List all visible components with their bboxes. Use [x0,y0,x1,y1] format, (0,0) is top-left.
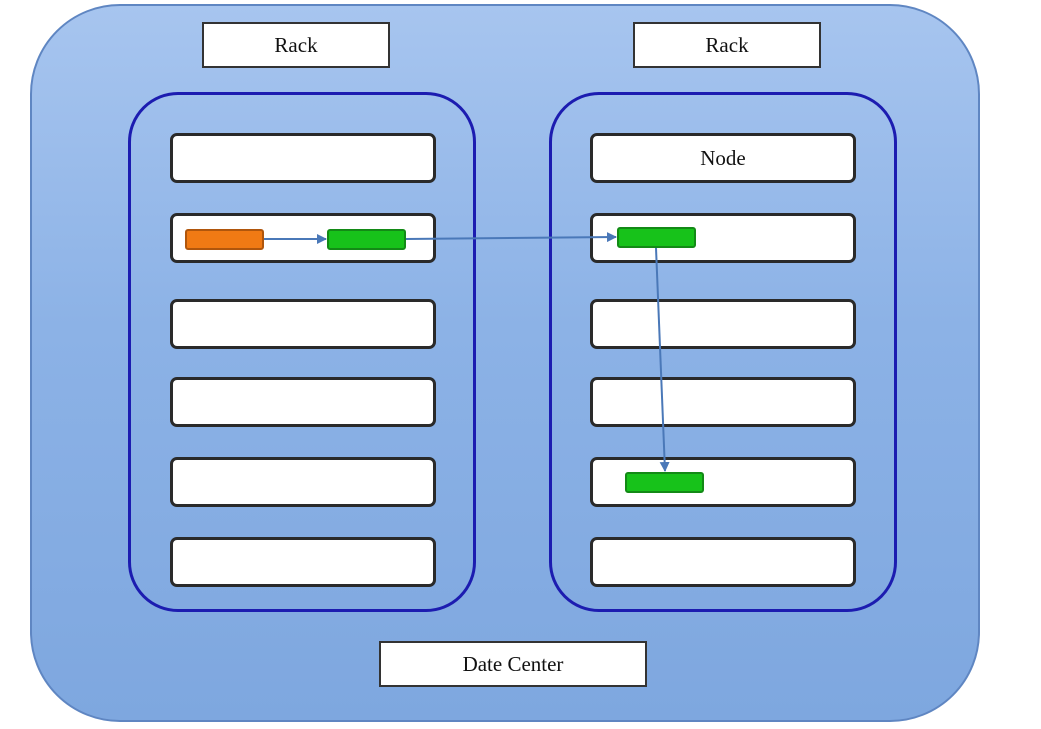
rack-label-right: Rack [633,22,821,68]
rack-right [549,92,897,612]
rack-left [128,92,476,612]
datacenter-label: Date Center [379,641,647,687]
left-rack-node-3 [170,299,436,349]
right-rack-node-4 [590,377,856,427]
primary-replica-block [185,229,264,250]
rack-label-left: Rack [202,22,390,68]
left-rack-node-6 [170,537,436,587]
replica-block-same-rack [327,229,406,250]
left-rack-node-4 [170,377,436,427]
replica-block-remote-rack-second [625,472,704,493]
left-rack-node-1 [170,133,436,183]
right-rack-node-6 [590,537,856,587]
replica-block-remote-rack [617,227,696,248]
datacenter-container [30,4,980,722]
left-rack-node-5 [170,457,436,507]
right-rack-node-1: Node [590,133,856,183]
right-rack-node-3 [590,299,856,349]
